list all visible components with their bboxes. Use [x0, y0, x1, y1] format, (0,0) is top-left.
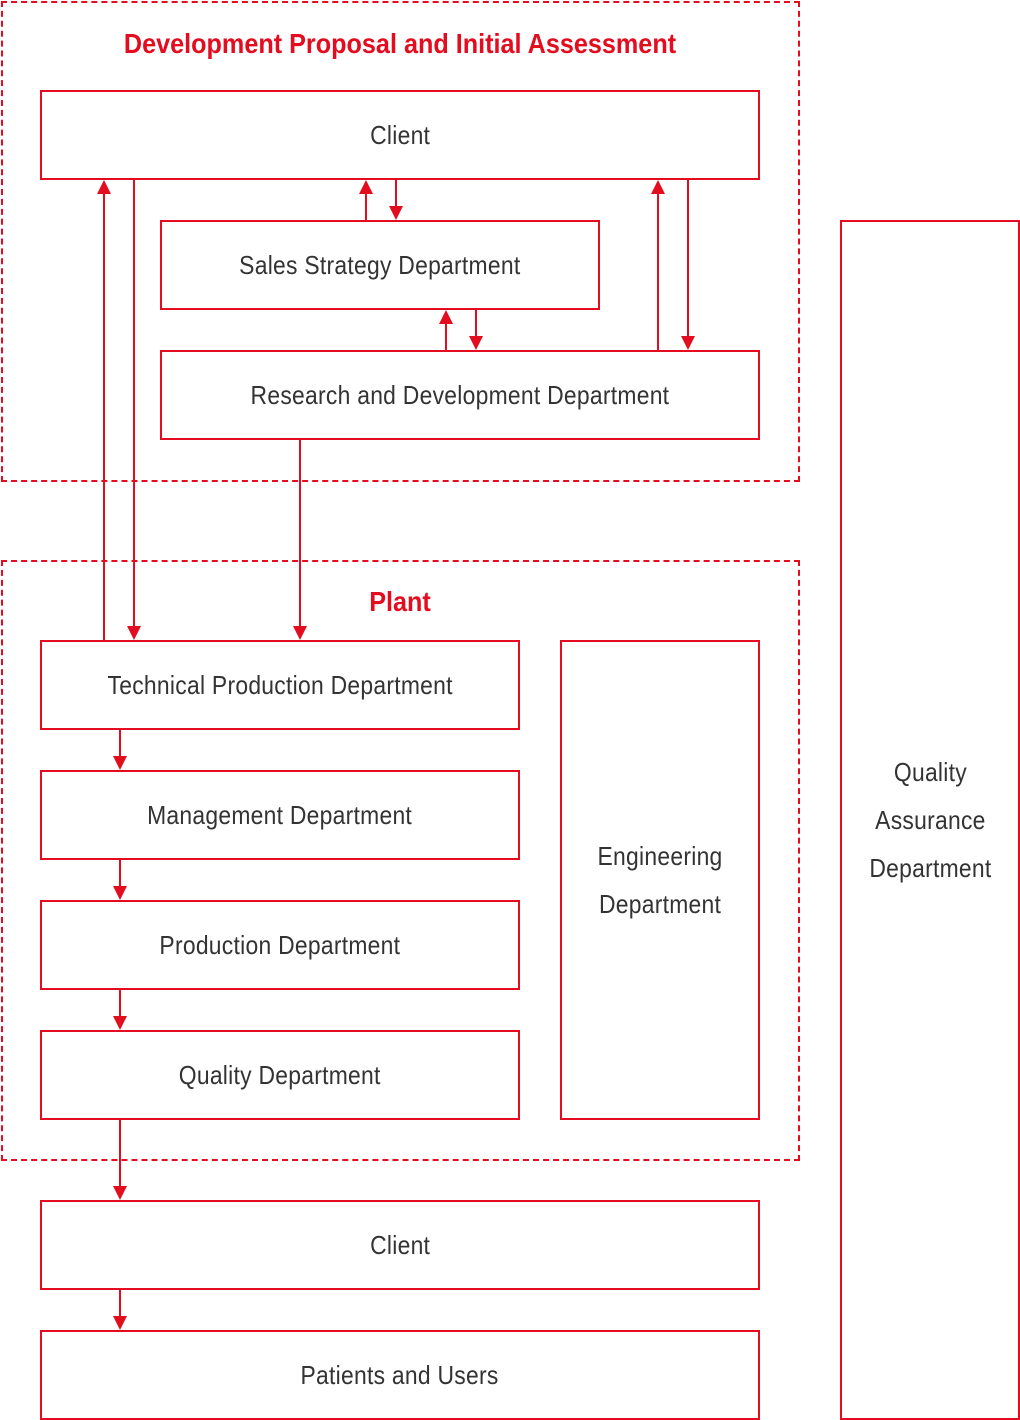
patients-users-label: Patients and Users	[300, 1360, 500, 1390]
arrowhead-down-quality	[113, 1016, 127, 1030]
arrowhead-down-patients	[113, 1316, 127, 1330]
plant-group	[1, 560, 800, 1161]
production-box: Production Department	[40, 900, 520, 990]
plant-group-title: Plant	[369, 586, 431, 617]
quality-box: Quality Department	[40, 1030, 520, 1120]
arrowhead-down-sales	[389, 206, 403, 220]
sales-strategy-box: Sales Strategy Department	[160, 220, 600, 310]
arrowhead-down-client-bottom	[113, 1186, 127, 1200]
arrowhead-up-sales	[439, 310, 453, 324]
arrowhead-up-client-top-right	[651, 180, 665, 194]
development-group-title: Development Proposal and Initial Assessm…	[123, 28, 677, 59]
arrowhead-down-technical-right	[293, 626, 307, 640]
engineering-label: Engineering Department	[597, 841, 723, 919]
quality-label: Quality Department	[179, 1060, 381, 1090]
management-box: Management Department	[40, 770, 520, 860]
research-development-box: Research and Development Department	[160, 350, 760, 440]
technical-production-label: Technical Production Department	[107, 670, 453, 700]
arrowhead-down-technical-left	[127, 626, 141, 640]
patients-users-box: Patients and Users	[40, 1330, 760, 1420]
management-label: Management Department	[147, 800, 413, 830]
client-top-label: Client	[369, 120, 431, 150]
development-group	[1, 1, 800, 482]
arrowhead-down-management	[113, 756, 127, 770]
arrowhead-down-research-right	[681, 336, 695, 350]
client-bottom-label: Client	[369, 1230, 431, 1260]
sales-strategy-label: Sales Strategy Department	[239, 250, 521, 280]
arrowhead-up-client-top-sales	[359, 180, 373, 194]
technical-production-box: Technical Production Department	[40, 640, 520, 730]
arrowhead-up-client-top-left	[97, 180, 111, 194]
client-bottom-box: Client	[40, 1200, 760, 1290]
research-development-label: Research and Development Department	[250, 380, 670, 410]
arrowhead-down-research	[469, 336, 483, 350]
quality-assurance-box: Quality Assurance Department	[840, 220, 1020, 1420]
engineering-box: Engineering Department	[560, 640, 760, 1120]
production-label: Production Department	[159, 930, 401, 960]
client-top-box: Client	[40, 90, 760, 180]
arrowhead-down-production	[113, 886, 127, 900]
quality-assurance-label: Quality Assurance Department	[868, 757, 992, 883]
